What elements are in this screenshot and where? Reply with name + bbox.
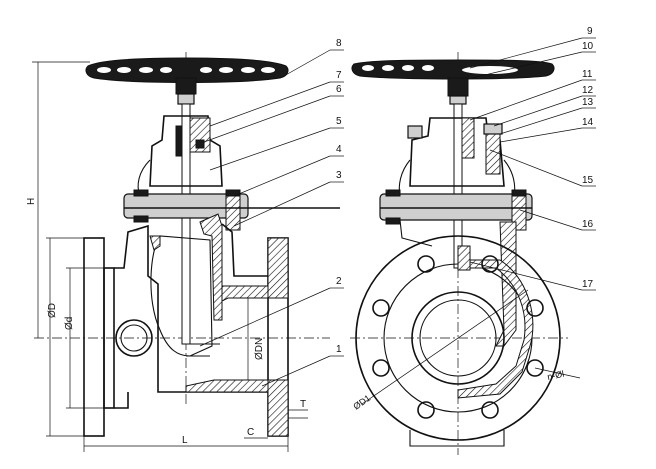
dim-D1-label: ØD1 bbox=[351, 393, 372, 412]
dim-L-label: L bbox=[182, 435, 188, 446]
dim-C-label: C bbox=[247, 427, 254, 438]
callout-16: 16 bbox=[582, 219, 594, 230]
bonnet-flange-end bbox=[379, 189, 533, 347]
callout-5: 5 bbox=[336, 116, 342, 127]
handwheel-end bbox=[351, 59, 555, 105]
callout-8: 8 bbox=[336, 38, 342, 49]
bonnet-flange bbox=[123, 189, 340, 231]
dim-D-label: ØD bbox=[47, 303, 58, 318]
callout-4: 4 bbox=[336, 144, 342, 155]
left-dimensions: H ØD Ød ØDN L C T bbox=[26, 61, 308, 452]
callout-9: 9 bbox=[587, 26, 593, 37]
callout-2: 2 bbox=[336, 276, 342, 287]
handwheel bbox=[85, 57, 289, 105]
callout-7: 7 bbox=[336, 70, 342, 81]
callout-1: 1 bbox=[336, 344, 342, 355]
end-flange bbox=[355, 235, 561, 447]
callout-10: 10 bbox=[582, 41, 594, 52]
valve-body-section bbox=[83, 213, 289, 437]
callout-11: 11 bbox=[582, 69, 593, 80]
right-end-view: ØD1 n-Øl 9 10 11 12 13 14 15 16 17 bbox=[350, 26, 596, 455]
bonnet-and-gland bbox=[137, 115, 223, 197]
left-elevation-view: H ØD Ød ØDN L C T bbox=[26, 38, 344, 452]
callout-3: 3 bbox=[336, 170, 342, 181]
callout-14: 14 bbox=[582, 117, 594, 128]
left-callouts: 8 7 6 5 4 3 2 1 bbox=[199, 38, 344, 387]
callout-12: 12 bbox=[582, 85, 594, 96]
dim-T-label: T bbox=[300, 399, 306, 410]
dim-d-label: Ød bbox=[64, 317, 75, 330]
bonnet-end bbox=[398, 117, 516, 197]
stem bbox=[181, 103, 191, 345]
dim-H-label: H bbox=[26, 198, 37, 205]
dim-DN-label: ØDN bbox=[254, 338, 265, 360]
callout-17: 17 bbox=[582, 279, 594, 290]
dim-n-holes-label: n-Øl bbox=[546, 369, 565, 382]
right-callouts: 9 10 11 12 13 14 15 16 17 bbox=[469, 26, 596, 291]
callout-13: 13 bbox=[582, 97, 594, 108]
callout-6: 6 bbox=[336, 84, 342, 95]
callout-15: 15 bbox=[582, 175, 594, 186]
